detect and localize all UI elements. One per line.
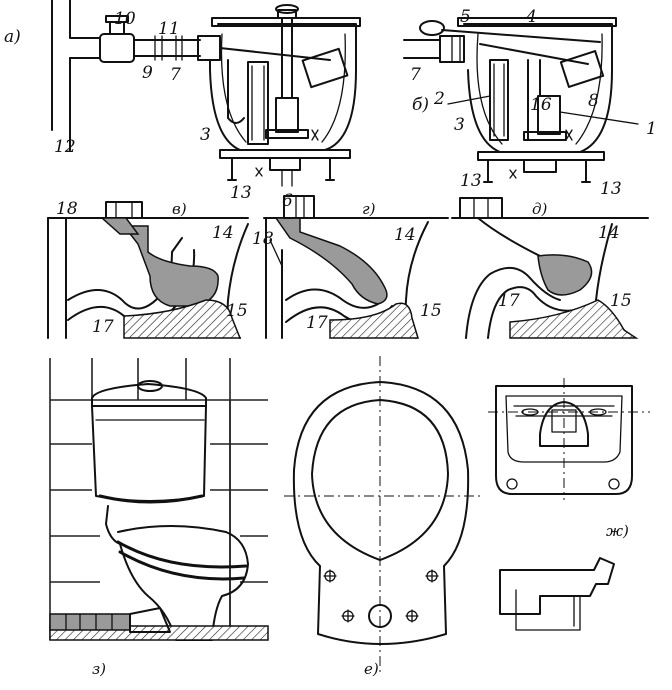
part-label-12: 12	[54, 137, 76, 157]
panel-label-g: г)	[362, 200, 376, 218]
part-label-14-v: 14	[212, 223, 234, 243]
part-label-18-g: 18	[252, 229, 274, 249]
panel-label-b: б)	[412, 95, 429, 115]
part-label-1: 1	[646, 119, 657, 139]
labels: а) б) в) г) д) з) е) ж) 10 11 9 7 12 3 1…	[4, 7, 657, 678]
part-label-13-b: 13	[460, 171, 482, 191]
panel-label-v: в)	[172, 200, 187, 218]
part-label-15-v: 15	[226, 301, 248, 321]
part-label-14-d: 14	[598, 223, 620, 243]
part-label-13-a: 13	[230, 183, 252, 203]
panel-zh-mounting-bracket	[488, 378, 650, 631]
part-label-10: 10	[114, 9, 136, 29]
part-label-2: 2	[433, 89, 445, 109]
part-label-7-b: 7	[410, 65, 421, 85]
panel-v-bowl-section	[47, 201, 249, 339]
part-label-13-c: 13	[600, 179, 622, 199]
part-label-5: 5	[460, 7, 471, 27]
part-label-3-b: 3	[454, 115, 465, 135]
part-label-4: 4	[525, 7, 537, 27]
part-label-15-g: 15	[420, 301, 442, 321]
part-label-6: 6	[282, 191, 293, 211]
panel-a-cistern-side-inlet	[51, 0, 361, 187]
panel-label-zh: ж)	[606, 522, 629, 540]
part-label-11: 11	[158, 19, 180, 39]
part-label-18-v: 18	[56, 199, 78, 219]
part-label-17-v: 17	[92, 317, 114, 337]
panel-label-a: а)	[4, 27, 21, 47]
panel-g-bowl-section	[263, 195, 449, 339]
panel-e-seat-plan	[284, 356, 480, 672]
panel-b-cistern-top-inlet	[403, 17, 639, 183]
part-label-7-a: 7	[170, 65, 181, 85]
part-label-3-a: 3	[200, 125, 211, 145]
part-label-9: 9	[142, 63, 153, 83]
part-label-17-g: 17	[306, 313, 328, 333]
panel-d-bowl-section	[451, 197, 649, 339]
panel-label-z: з)	[92, 660, 106, 678]
part-label-8: 8	[588, 91, 599, 111]
panel-z-installed-toilet	[49, 358, 269, 641]
part-label-14-g: 14	[394, 225, 416, 245]
part-label-15-d: 15	[610, 291, 632, 311]
part-label-16: 16	[530, 95, 552, 115]
panel-label-e: е)	[364, 660, 379, 678]
part-label-17-d: 17	[498, 291, 520, 311]
panel-label-d: д)	[532, 200, 548, 218]
